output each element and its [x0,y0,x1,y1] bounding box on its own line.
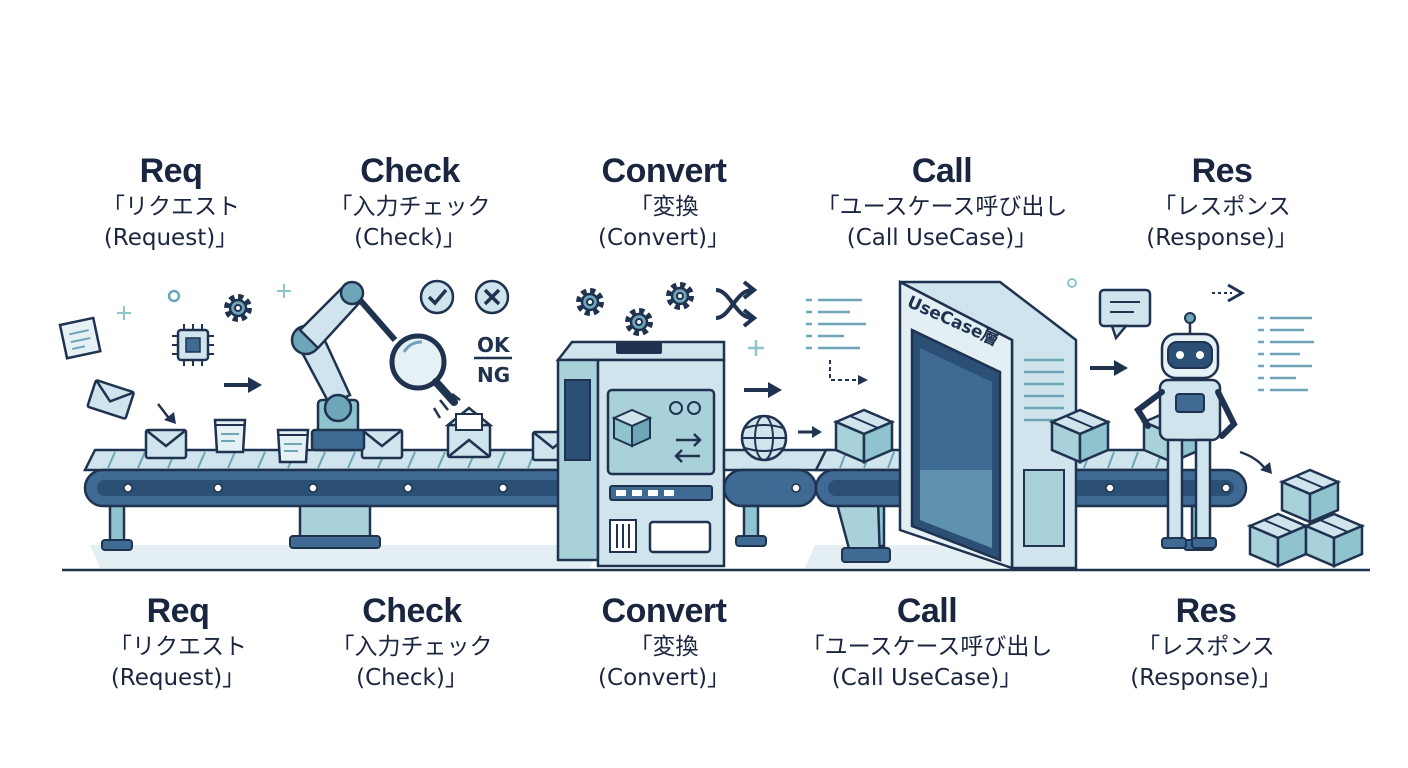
sparkle [748,340,764,356]
stage-en: (Check)」 [356,665,468,691]
stage-en: (Check)」 [354,225,466,251]
globe-icon [740,414,788,462]
arrow-right-icon [742,380,784,400]
stage-label-res-top: Res 「レスポンス (Response)」 [1092,152,1352,254]
document-icon [213,418,247,454]
arrow-right-icon [1212,283,1246,303]
stage-title: Call [911,152,973,190]
stage-en: (Convert)」 [598,225,730,251]
envelope-icon [86,378,136,421]
stage-title: Res [1191,152,1253,190]
stage-en: (Call UseCase)」 [846,225,1038,251]
ng-label: NG [477,363,510,387]
document-icon [58,316,102,360]
stage-jp: 「リクエスト [109,634,247,660]
stage-label-res-bottom: Res 「レスポンス (Response)」 [1076,592,1336,694]
sparkle [117,284,291,320]
stage-jp: 「ユースケース呼び出し [816,194,1068,220]
arrow-right-icon [798,426,822,438]
stage-label-check-top: Check 「入力チェック (Check)」 [280,152,540,254]
robot-arm-icon [290,280,398,452]
envelope-open-icon [444,406,494,459]
stage-label-convert-top: Convert 「変換 (Convert)」 [534,152,794,254]
speech-bubble-icon [1098,288,1152,341]
robot-icon [1133,312,1238,549]
stage-jp: 「レスポンス [1137,634,1275,660]
magnifier-icon [389,333,458,406]
shuffle-icon [715,280,758,328]
gear-icon [579,291,601,313]
stage-jp: 「ユースケース呼び出し [801,634,1053,660]
stage-jp: 「変換 [629,194,699,220]
stage-title: Req [139,152,203,190]
box-icon [1050,408,1110,464]
stage-jp: 「入力チェック [331,634,493,660]
stage-en: (Response)」 [1146,225,1298,251]
document-icon [276,428,310,464]
arrow-right-icon [1088,358,1130,378]
stage-en: (Request)」 [103,225,239,251]
sparkle [167,289,181,303]
gear-icon [628,311,650,333]
stage-label-req-top: Req 「リクエスト (Request)」 [41,152,301,254]
gear-icon [669,285,691,307]
code-lines [1258,316,1314,392]
stage-title: Check [360,152,460,190]
gear-icon [227,297,249,319]
stage-jp: 「変換 [629,634,699,660]
code-lines [806,298,866,350]
stage-en: (Call UseCase)」 [831,665,1023,691]
convert-machine [555,285,726,568]
check-icon [419,279,455,315]
stage-title: Res [1175,592,1237,630]
stage-label-convert-bottom: Convert 「変換 (Convert)」 [534,592,794,694]
stage-jp: 「入力チェック [329,194,491,220]
ok-label: OK [477,333,511,357]
sparkle [432,393,461,419]
arrow-right-icon [222,375,264,395]
stage-title: Check [362,592,462,630]
stage-label-call-bottom: Call 「ユースケース呼び出し (Call UseCase)」 [797,592,1057,694]
stage-en: (Convert)」 [598,665,730,691]
cross-icon [474,279,510,315]
box-icon [834,408,894,464]
stage-title: Req [146,592,210,630]
box-icon [1280,468,1340,524]
box-icon [1304,512,1364,568]
middle-conveyor [722,448,832,547]
sparkle [1067,278,1077,288]
chip-icon [172,324,214,366]
box-icon [1248,512,1308,568]
stage-jp: 「レスポンス [1153,194,1291,220]
stage-en: (Response)」 [1130,665,1282,691]
stage-label-req-bottom: Req 「リクエスト (Request)」 [48,592,308,694]
stage-label-call-top: Call 「ユースケース呼び出し (Call UseCase)」 [812,152,1072,254]
stage-title: Convert [601,152,727,190]
stage-en: (Request)」 [110,665,246,691]
usecase-gate: UseCase層 [813,279,1248,570]
stage-title: Call [896,592,958,630]
envelope-icon [144,428,188,460]
left-conveyor [82,406,597,551]
stage-jp: 「リクエスト [102,194,240,220]
envelope-icon [360,428,404,460]
stage-label-check-bottom: Check 「入力チェック (Check)」 [282,592,542,694]
stage-title: Convert [601,592,727,630]
